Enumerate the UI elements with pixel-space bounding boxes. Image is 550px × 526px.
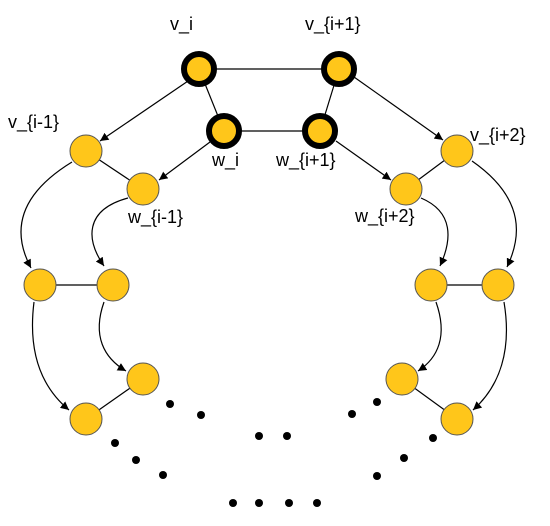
label-w-i: w_i <box>211 150 239 171</box>
label-v-i-plus-1: v_{i+1} <box>305 14 361 35</box>
ellipsis-dot <box>313 499 321 507</box>
node-w-i-plus-2 <box>389 172 423 206</box>
ellipsis-dot <box>132 456 140 464</box>
node-left-row4-a <box>126 362 160 396</box>
arrow-vim1-down <box>20 161 73 269</box>
ellipsis-dot <box>111 439 119 447</box>
arrow-wi1-wi2 <box>335 140 392 181</box>
node-w-i <box>206 113 242 149</box>
label-w-i-plus-2: w_{i+2} <box>354 206 415 227</box>
ellipsis-dot <box>373 472 381 480</box>
ellipsis-dot <box>159 471 167 479</box>
node-v-i-minus-1 <box>69 134 103 168</box>
ellipsis-dot <box>197 411 205 419</box>
node-right-row4-a <box>385 362 419 396</box>
node-left-row3-b <box>96 268 130 302</box>
node-right-row3-a <box>414 268 448 302</box>
arrow-left3-down <box>31 301 70 411</box>
node-w-i-minus-1 <box>126 172 160 206</box>
node-w-i-plus-1 <box>302 113 338 149</box>
ellipsis-dot <box>348 410 356 418</box>
label-w-i-minus-1: w_{i-1} <box>127 207 183 228</box>
arrow-vi-vim1 <box>99 78 192 142</box>
node-right-row3-b <box>481 268 515 302</box>
node-left-row3-a <box>23 268 57 302</box>
arrow-wi-wim1 <box>158 141 211 181</box>
arrow-vi1-vi2 <box>353 76 444 141</box>
label-v-i-plus-2: v_{i+2} <box>470 125 526 146</box>
arrow-right3-down <box>472 301 507 411</box>
arrow-wi2-down <box>420 197 449 267</box>
label-v-i-minus-1: v_{i-1} <box>8 112 59 133</box>
ellipsis-dot <box>166 400 174 408</box>
arrow-left3b-down <box>98 301 127 372</box>
node-v-i <box>181 51 217 87</box>
arrow-right3b-down <box>417 301 442 372</box>
ellipsis-dot <box>229 499 237 507</box>
ellipsis-dot <box>255 499 263 507</box>
node-v-i-plus-2 <box>440 134 474 168</box>
ellipsis-dot <box>283 432 291 440</box>
label-v-i: v_i <box>170 14 193 35</box>
label-w-i-plus-1: w_{i+1} <box>275 150 336 171</box>
ellipsis-dot <box>285 499 293 507</box>
ellipsis-dot <box>400 454 408 462</box>
node-right-row4-b <box>440 402 474 436</box>
node-v-i-plus-1 <box>321 51 357 87</box>
ellipsis-dot <box>255 432 263 440</box>
ellipsis-dot <box>373 398 381 406</box>
node-left-row4-b <box>69 402 103 436</box>
arrow-wim1-down <box>91 197 129 267</box>
ellipsis-dot <box>429 434 437 442</box>
arrow-vi2-down <box>471 160 517 268</box>
